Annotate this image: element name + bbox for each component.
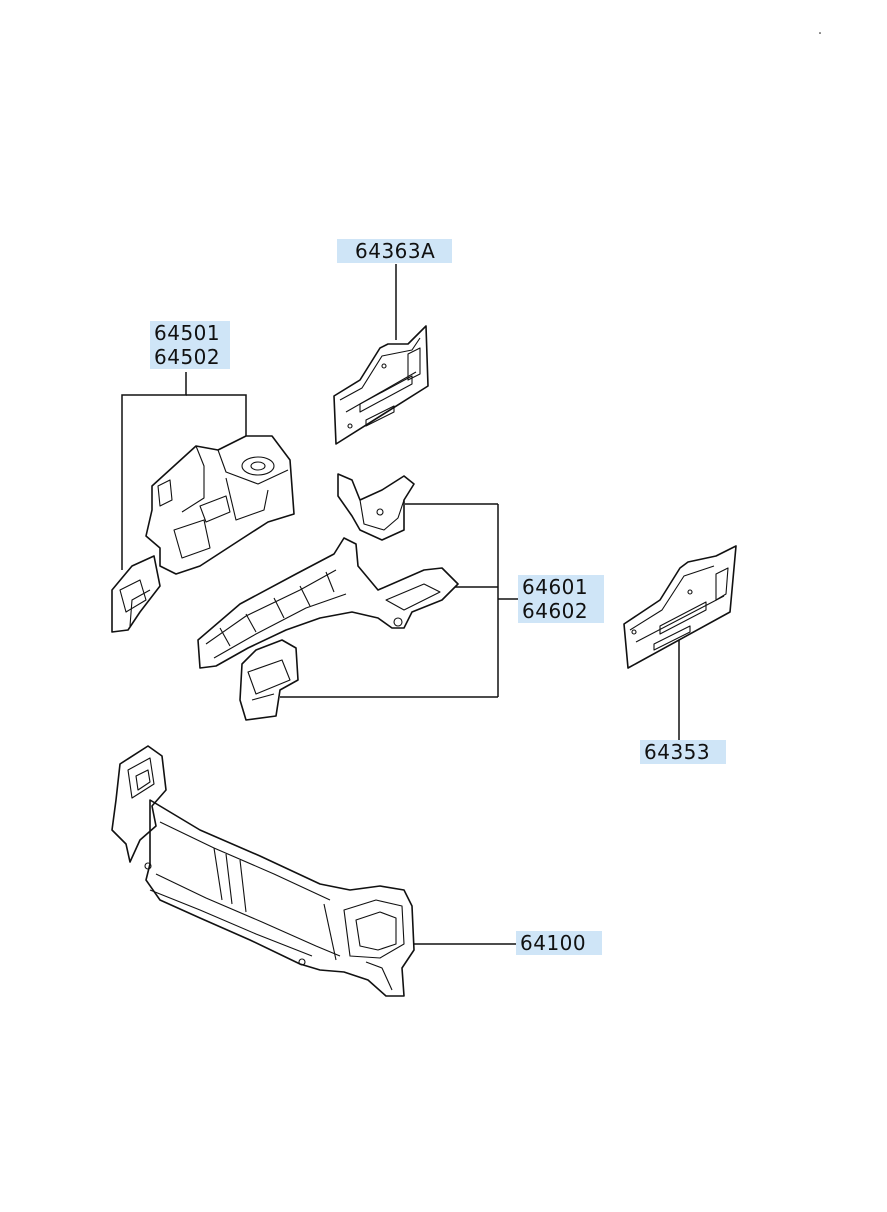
part-6450x-drawing[interactable] — [111, 435, 295, 633]
speck — [819, 32, 821, 34]
part-number-64601: 64601 — [522, 575, 589, 599]
part-64353-drawing[interactable] — [623, 545, 737, 669]
leader-6450x — [121, 372, 187, 570]
part-label-64100[interactable]: 64100 — [516, 931, 602, 955]
part-label-64601-64602[interactable]: 64601 64602 — [518, 575, 604, 623]
part-64100-drawing[interactable] — [111, 745, 415, 997]
leader-lines — [121, 264, 680, 945]
part-number-64363a: 64363A — [355, 239, 436, 263]
part-label-64353[interactable]: 64353 — [640, 740, 726, 764]
part-number-64353: 64353 — [644, 740, 711, 764]
part-label-64501-64502[interactable]: 64501 64502 — [150, 321, 230, 369]
part-64363a-drawing[interactable] — [333, 325, 429, 445]
part-number-64602: 64602 — [522, 599, 589, 623]
part-label-64363a[interactable]: 64363A — [337, 239, 452, 263]
part-number-64501: 64501 — [154, 321, 221, 345]
part-6460x-drawing[interactable] — [197, 473, 459, 721]
part-number-64502: 64502 — [154, 345, 221, 369]
part-number-64100: 64100 — [520, 931, 587, 955]
leader-6450x-right — [186, 394, 247, 436]
